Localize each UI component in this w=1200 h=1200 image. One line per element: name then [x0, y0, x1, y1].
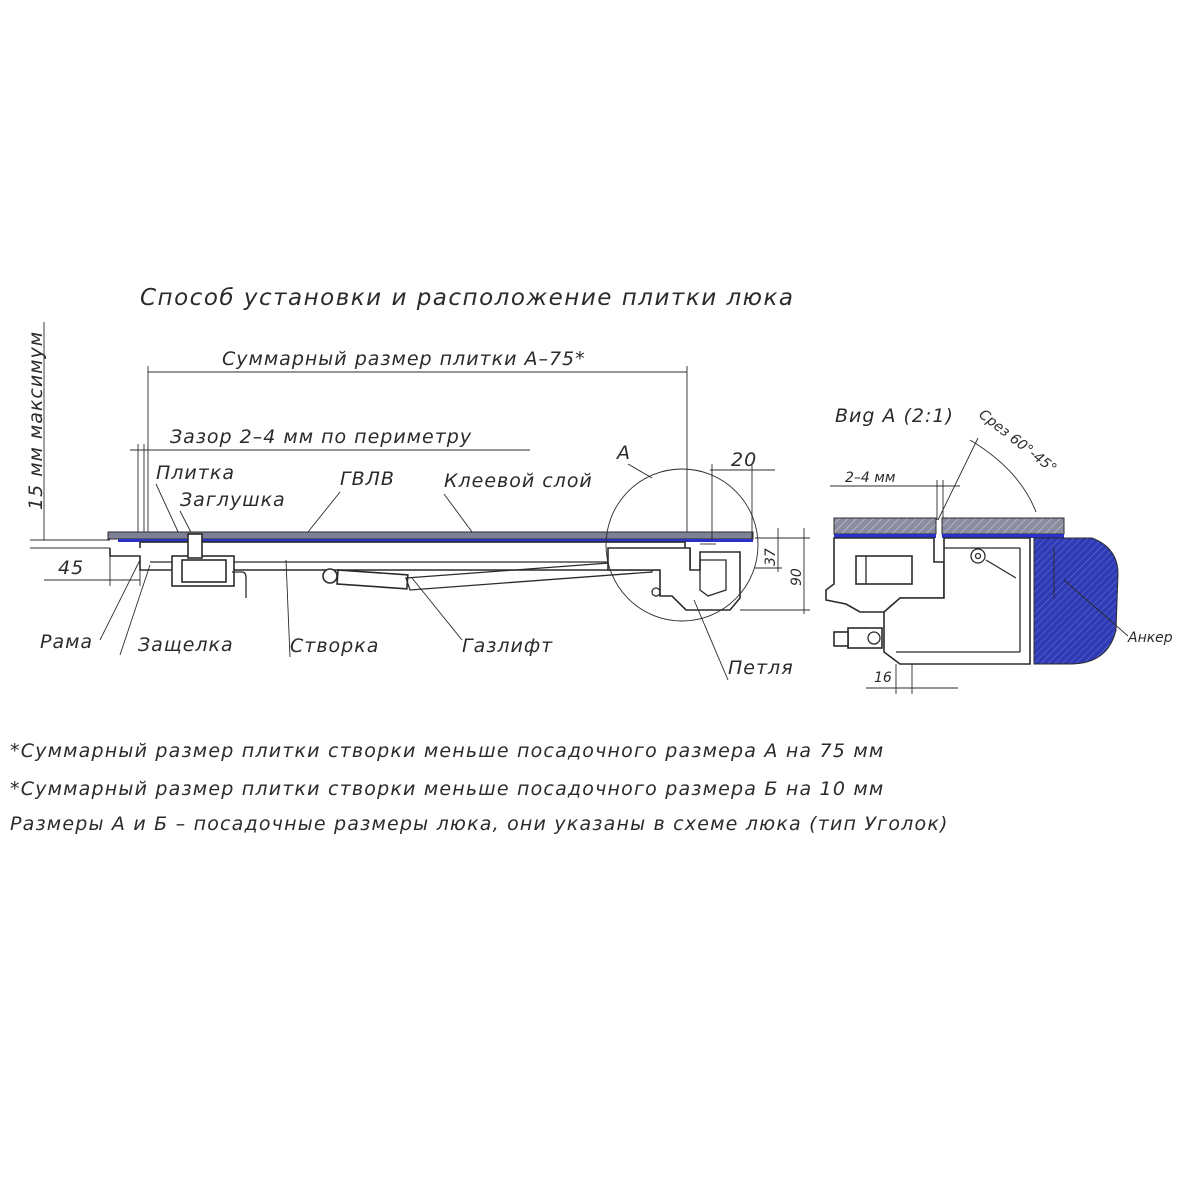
label-gazlift: Газлифт	[462, 635, 553, 657]
detail-view-a: Виg А (2:1) Срез 60°-45° 2–4 мм А	[825, 405, 1173, 694]
anchor-block	[1033, 537, 1119, 665]
dim-total-size: Суммарный размер плитки А–75*	[147, 348, 688, 540]
note-1: *Суммарный размер плитки створки меньше …	[10, 740, 884, 762]
detail-cut-label: Срез 60°-45°	[976, 407, 1060, 477]
svg-text:37: 37	[763, 548, 779, 566]
svg-text:Зазор 2–4 мм по периметру: Зазор 2–4 мм по периметру	[170, 426, 472, 448]
label-stvorka: Створка	[290, 635, 379, 657]
svg-text:16: 16	[874, 670, 892, 686]
detail-title: Виg А (2:1)	[835, 405, 954, 427]
svg-text:90: 90	[789, 568, 805, 586]
note-2: *Суммарный размер плитки створки меньше …	[10, 778, 884, 800]
svg-text:45: 45	[58, 557, 84, 579]
svg-text:2–4 мм: 2–4 мм	[845, 470, 896, 486]
svg-text:Суммарный размер плитки А–75*: Суммарный размер плитки А–75*	[222, 348, 586, 370]
dim-vertical-15mm: 15 мм максимум	[25, 322, 110, 549]
dim-20: 20	[710, 449, 775, 540]
svg-text:20: 20	[731, 449, 757, 471]
label-callout-a: А	[615, 442, 631, 464]
dim-gap-perimeter: Зазор 2–4 мм по периметру	[130, 426, 530, 540]
label-zashchelka: Защелка	[138, 634, 234, 656]
label-petlya: Петля	[728, 657, 794, 679]
label-gvlv: ГВЛВ	[340, 468, 395, 490]
dim-37-90: 37 90	[740, 528, 810, 614]
detail-anchor-label: Анкер	[1127, 630, 1173, 646]
label-plitka: Плитка	[156, 462, 235, 484]
label-zaglushka: Заглушка	[180, 489, 286, 511]
diagram-title: Способ установки и расположение плитки л…	[140, 285, 795, 311]
svg-text:15 мм максимум: 15 мм максимум	[25, 331, 47, 510]
dim-45: 45	[44, 556, 141, 586]
note-3: Размеры А и Б – посадочные размеры люка,…	[10, 813, 949, 835]
label-kleevoy-sloy: Клеевой слой	[444, 470, 593, 492]
main-assembly	[107, 468, 759, 622]
label-rama: Рама	[40, 631, 93, 653]
